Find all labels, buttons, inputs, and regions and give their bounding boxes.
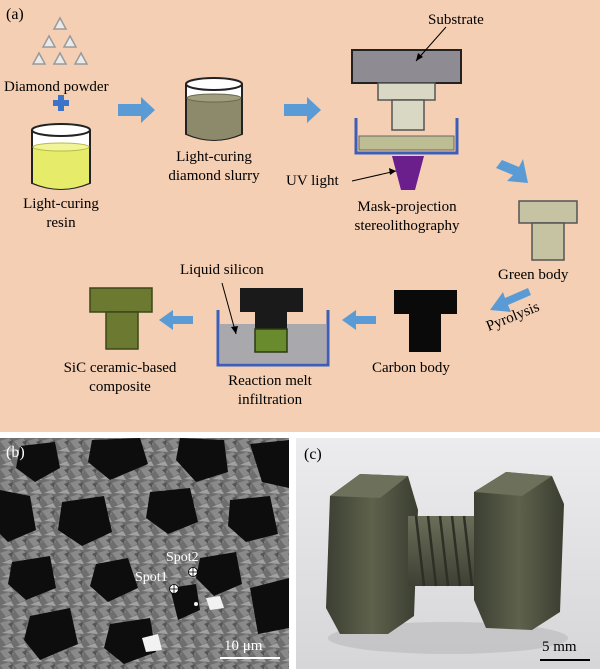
uv-pointer — [351, 170, 397, 182]
bolt-photo-panel: (c) 5 mm — [296, 438, 600, 669]
green-body-label: Green body — [498, 267, 569, 283]
spot1-label: Spot1 — [135, 570, 168, 585]
diamond-powder-icon — [31, 16, 89, 65]
rmi-label-line1: Reaction melt — [228, 373, 312, 389]
sic-label-line2: composite — [89, 379, 151, 395]
panel-c-label: (c) — [304, 446, 322, 463]
process-diagram-panel: (a) Diamond powder Light-curing resin Li… — [0, 0, 600, 432]
green-body-icon — [518, 200, 578, 261]
mask-label-line1: Mask-projection — [357, 199, 457, 215]
slurry-label-line2: diamond slurry — [168, 168, 260, 184]
arrow-icon — [496, 159, 528, 183]
spot1-marker — [169, 584, 179, 594]
liquid-silicon-label: Liquid silicon — [180, 262, 264, 278]
panel-b-label: (b) — [6, 444, 25, 461]
scale-label-c: 5 mm — [542, 639, 577, 655]
sem-micrograph-image — [0, 438, 289, 669]
sic-composite-icon — [89, 287, 153, 350]
arrow-icon — [284, 97, 321, 123]
plus-icon — [53, 95, 69, 111]
liquid-silicon-pointer — [221, 282, 237, 335]
diamond-powder-label: Diamond powder — [4, 79, 109, 95]
carbon-body-label: Carbon body — [372, 360, 450, 376]
arrow-icon — [342, 310, 376, 330]
slurry-label-line1: Light-curing — [176, 149, 252, 165]
resin-label-line2: resin — [46, 215, 76, 231]
spot2-label: Spot2 — [166, 550, 199, 565]
bolt-photo-image — [296, 438, 600, 669]
panel-a-label: (a) — [6, 6, 24, 23]
substrate-pointer — [415, 26, 447, 62]
resin-beaker-icon — [31, 123, 91, 190]
sem-micrograph-panel: (b) Spot1 Spot2 10 μm — [0, 438, 289, 669]
infiltration-crucible-icon — [216, 288, 330, 367]
carbon-body-icon — [394, 290, 457, 352]
mask-label-line2: stereolithography — [354, 218, 460, 234]
rmi-label-line2: infiltration — [237, 392, 303, 408]
scale-label-b: 10 μm — [224, 638, 263, 654]
printer-icon — [351, 49, 462, 190]
substrate-label: Substrate — [428, 12, 484, 28]
arrow-icon — [159, 310, 193, 330]
sic-label-line1: SiC ceramic-based — [63, 360, 177, 376]
spot2-marker — [188, 567, 198, 577]
arrow-icon — [118, 97, 155, 123]
uv-light-label: UV light — [286, 173, 339, 189]
arrow-icon — [490, 288, 531, 312]
resin-label-line1: Light-curing — [23, 196, 99, 212]
slurry-beaker-icon — [185, 77, 243, 141]
process-diagram-graphics — [31, 16, 578, 367]
